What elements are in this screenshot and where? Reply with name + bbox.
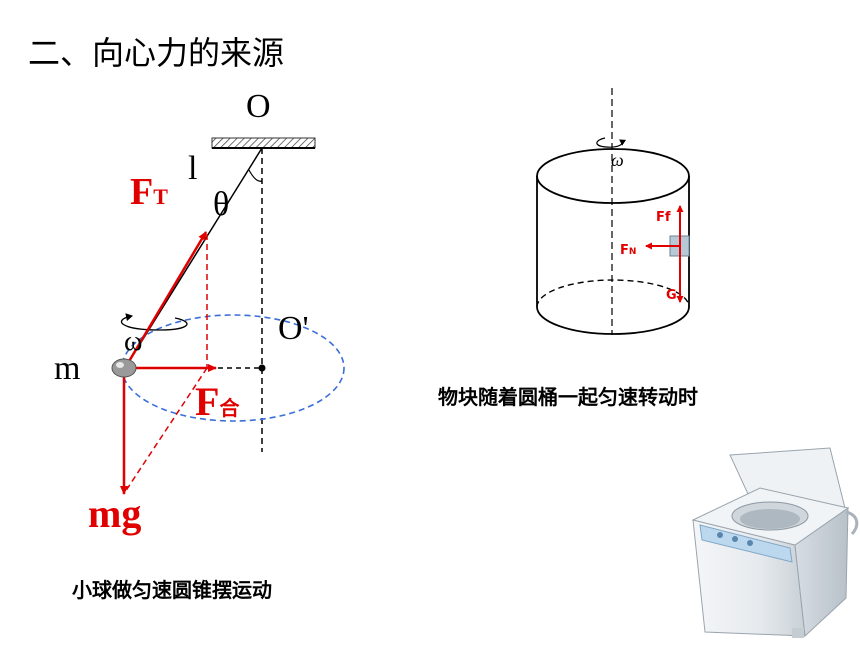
normal-force-label-main: F	[620, 243, 629, 258]
orbit-center-dot	[258, 364, 266, 372]
pivot-label: O	[246, 88, 271, 125]
rotation-arrow	[120, 313, 188, 331]
friction-label: Ff	[656, 210, 671, 225]
mass-label: m	[54, 350, 81, 387]
angle-label: θ	[213, 186, 230, 223]
tension-label-main: F	[130, 171, 154, 213]
angle-arc	[248, 169, 263, 182]
net-force-label-main: F	[195, 379, 220, 424]
cylinder-rotation-arrow	[596, 137, 627, 148]
cylinder-omega-label: ω	[611, 150, 624, 170]
omega-label: ω	[124, 326, 143, 357]
orbit-center-label: O'	[278, 310, 309, 347]
tension-label-sub: T	[153, 184, 168, 209]
net-force-label: F合	[195, 378, 239, 425]
pendulum-caption: 小球做匀速圆锥摆运动	[72, 578, 272, 602]
tension-label: FT	[130, 170, 168, 214]
cylinder-caption: 物块随着圆桶一起匀速转动时	[438, 385, 698, 409]
weight-label: mg	[88, 491, 142, 536]
normal-force-label-sub: N	[628, 247, 637, 257]
tension-vector	[123, 231, 208, 369]
gravity-label: G	[666, 288, 677, 303]
string-length-label: l	[188, 150, 198, 187]
slide-heading: 二、向心力的来源	[28, 34, 285, 72]
cylinder-bottom	[536, 306, 690, 335]
net-force-label-sub: 合	[219, 396, 240, 420]
normal-force-label: FN	[620, 243, 636, 258]
